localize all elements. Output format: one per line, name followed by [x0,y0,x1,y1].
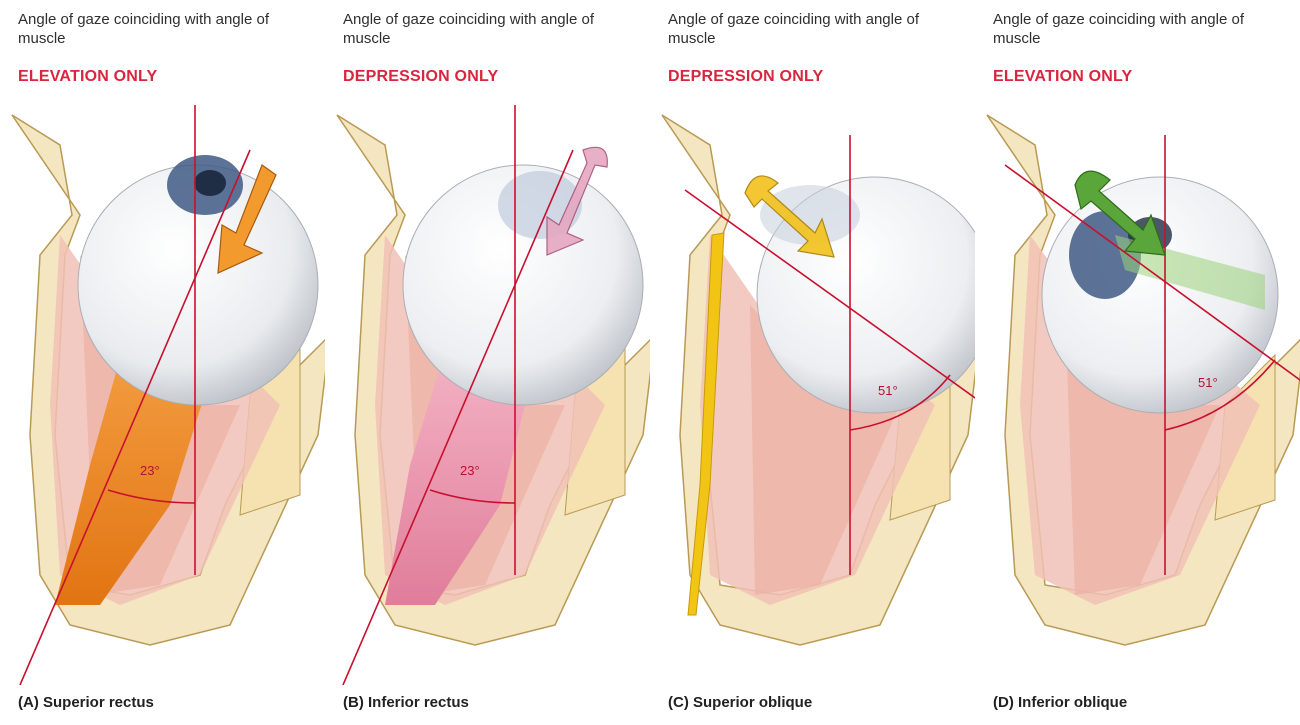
orbit-svg: 51° [650,105,975,685]
angle-value: 23° [460,463,480,478]
angle-value: 51° [1198,375,1218,390]
action-label: DEPRESSION ONLY [343,68,498,86]
orbit-illustration: 51° [650,105,975,685]
orbit-illustration: 23° [325,105,650,685]
orbit-svg: 51° [975,105,1300,685]
muscle-label: (B) Inferior rectus [343,694,469,711]
action-label: ELEVATION ONLY [993,68,1132,86]
muscle-label: (D) Inferior oblique [993,694,1127,711]
panel-superior-rectus: Angle of gaze coinciding with angle of m… [0,0,325,725]
orbit-illustration: 23° [0,105,325,685]
orbit-svg: 23° [325,105,650,685]
muscle-label: (A) Superior rectus [18,694,154,711]
panel-superior-oblique: Angle of gaze coinciding with angle of m… [650,0,975,725]
muscle-label: (C) Superior oblique [668,694,812,711]
action-label: ELEVATION ONLY [18,68,157,86]
angle-value: 23° [140,463,160,478]
gaze-caption: Angle of gaze coinciding with angle of m… [668,10,968,48]
gaze-caption: Angle of gaze coinciding with angle of m… [343,10,643,48]
panel-inferior-oblique: Angle of gaze coinciding with angle of m… [975,0,1300,725]
orbit-illustration: 51° [975,105,1300,685]
orbit-svg: 23° [0,105,325,685]
angle-value: 51° [878,383,898,398]
action-label: DEPRESSION ONLY [668,68,823,86]
panel-inferior-rectus: Angle of gaze coinciding with angle of m… [325,0,650,725]
gaze-caption: Angle of gaze coinciding with angle of m… [18,10,318,48]
gaze-caption: Angle of gaze coinciding with angle of m… [993,10,1293,48]
pupil [194,170,226,196]
